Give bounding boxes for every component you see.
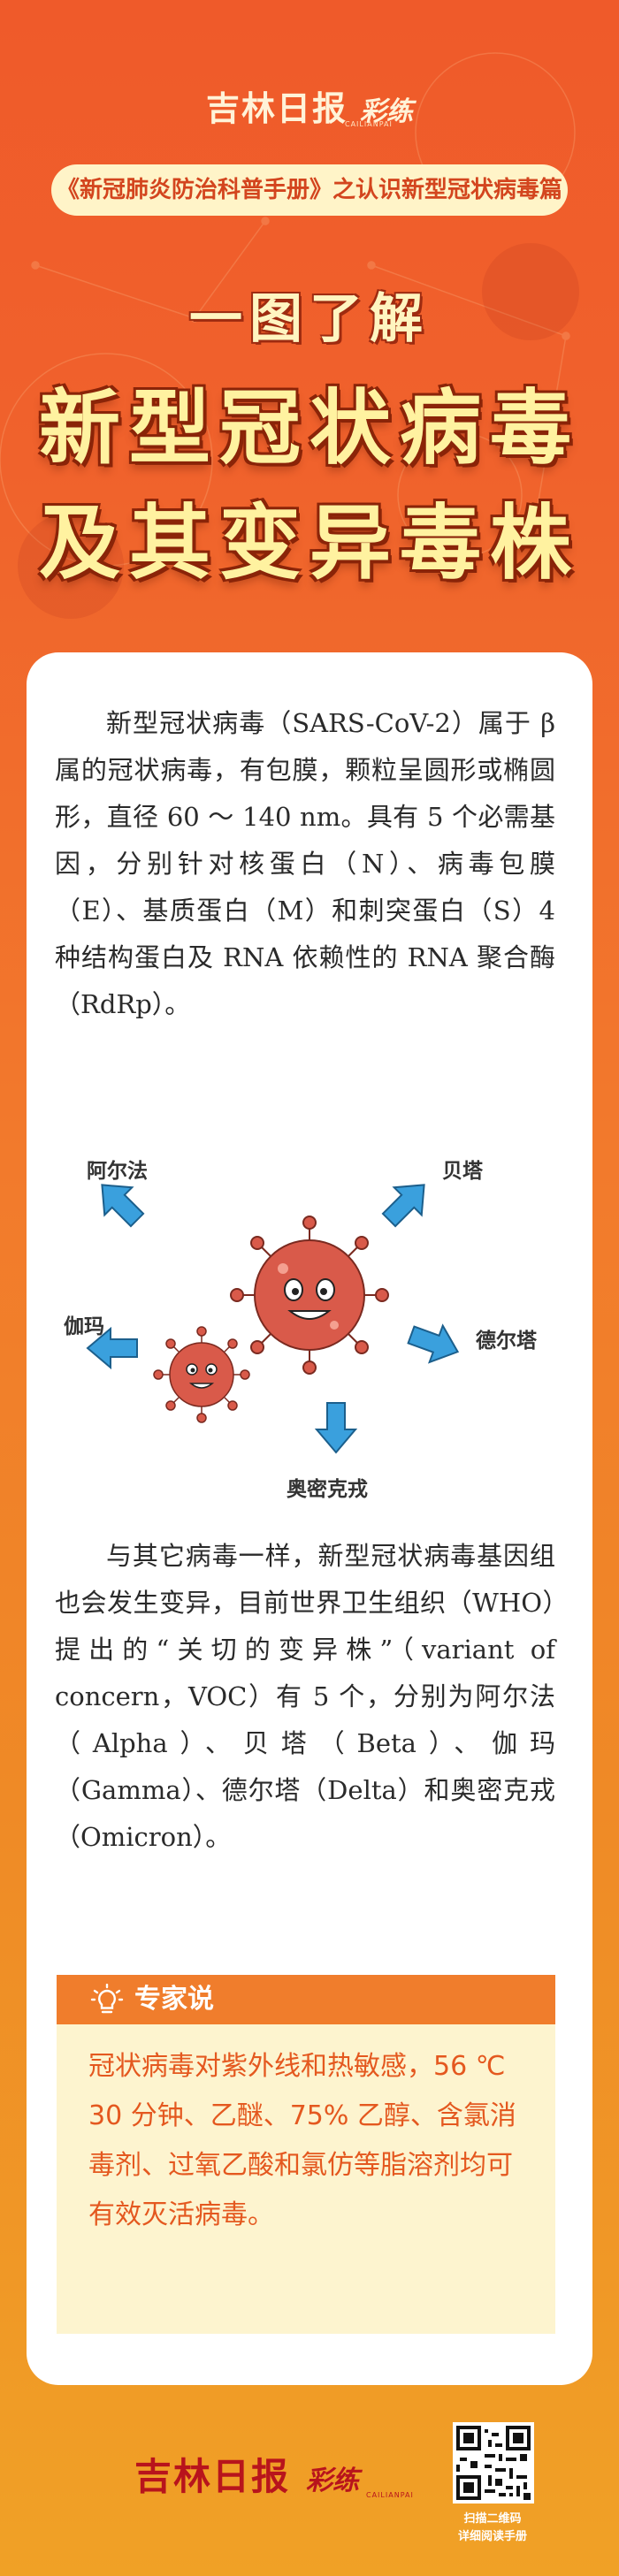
header-brand: 吉林日报彩练 CAILIANPAI [0, 81, 619, 130]
brand-tiny: CAILIANPAI [345, 120, 393, 128]
arrow-gamma-icon [86, 1326, 138, 1370]
label-omicron: 奥密克戎 [287, 1478, 368, 1501]
variant-diagram-art [86, 1184, 460, 1454]
label-alpha: 阿尔法 [87, 1160, 148, 1183]
footer-brand-tiny: CAILIANPAI [366, 2491, 414, 2499]
brand-name: 吉林日报 [205, 88, 348, 128]
qr-code[interactable] [453, 2422, 534, 2504]
variants-paragraph: 与其它病毒一样，新型冠状病毒基因组也会发生变异，目前世界卫生组织（WHO）提出的… [55, 1541, 555, 1852]
footer-brand-name: 吉林日报 [134, 2455, 291, 2498]
footer-brand-sub: 彩练 [306, 2465, 360, 2496]
qr-caption-1: 扫描二维码 [463, 2512, 522, 2526]
expert-title: 专家说 [134, 1984, 214, 2015]
intro-paragraph: 新型冠状病毒（SARS-CoV-2）属于 β 属的冠状病毒，有包膜，颗粒呈圆形或… [55, 708, 555, 1019]
title-line-2: 及其变异毒株 [38, 496, 580, 591]
label-gamma: 伽玛 [64, 1315, 104, 1338]
arrow-alpha-icon [101, 1184, 145, 1228]
virus-small-icon [153, 1326, 250, 1423]
footer-brand: 吉林日报彩练 CAILIANPAI [134, 2447, 413, 2501]
lightbulb-icon [90, 1984, 124, 2014]
expert-header-bar [57, 1975, 555, 2024]
arrow-omicron-icon [314, 1402, 358, 1454]
brand-sub: 彩练 [360, 96, 413, 127]
virus-large-icon [230, 1216, 389, 1375]
qr-code-icon [456, 2426, 531, 2500]
expert-text: 冠状病毒对紫外线和热敏感，56 ℃ 30 分钟、乙醚、75% 乙醇、含氯消毒剂、… [88, 2051, 516, 2230]
series-subtitle: 《新冠肺炎防治科普手册》之认识新型冠状病毒篇 [51, 164, 568, 216]
header-virus-background [0, 52, 579, 619]
arrow-beta-icon [381, 1184, 425, 1228]
label-delta: 德尔塔 [476, 1330, 537, 1353]
title-line-1: 新型冠状病毒 [38, 381, 580, 476]
expert-box [57, 1975, 555, 2334]
arrow-delta-icon [407, 1323, 460, 1364]
title-small: 一图了解 [189, 288, 430, 350]
variant-diagram: 阿尔法 贝塔 伽玛 德尔塔 奥密克戎 [53, 1136, 566, 1516]
qr-caption-2: 详细阅读手册 [457, 2530, 527, 2543]
label-beta: 贝塔 [442, 1160, 483, 1183]
